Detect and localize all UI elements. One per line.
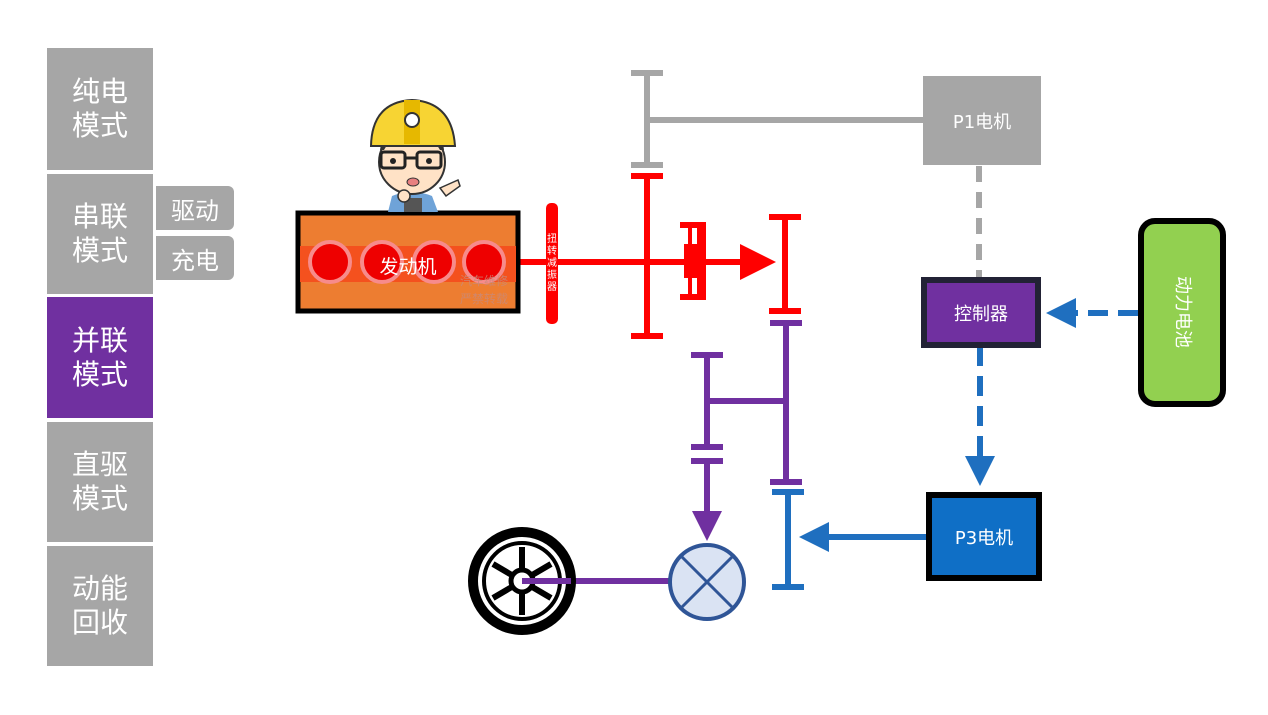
mode-label-line2: 模式 xyxy=(71,482,128,515)
electric-power-path xyxy=(772,298,1138,590)
differential-icon xyxy=(668,543,746,621)
damper-label-char: 振 xyxy=(547,268,557,281)
damper-label-char: 器 xyxy=(547,281,557,293)
series-submode-drive[interactable]: 驱动 xyxy=(156,186,234,230)
mode-pure-electric[interactable]: 纯电 模式 xyxy=(47,48,153,170)
damper-label-char: 扭 xyxy=(547,232,557,245)
p3-motor: P3电机 xyxy=(926,492,1042,581)
engine-label: 发动机 xyxy=(379,256,436,278)
damper-label-char: 减 xyxy=(547,257,557,269)
mode-regen-braking[interactable]: 动能 回收 xyxy=(47,546,153,666)
mode-label-line1: 直驱 xyxy=(71,448,128,481)
mode-label-line1: 并联 xyxy=(71,323,128,357)
engineer-mascot-icon xyxy=(369,98,461,212)
engine: 发动机 汽车维修 严禁转载 xyxy=(295,210,521,314)
engine-power-path xyxy=(517,173,801,339)
mode-direct-drive[interactable]: 直驱 模式 xyxy=(47,422,153,542)
mode-label-line2: 模式 xyxy=(71,234,128,267)
p1-gear-shaft xyxy=(631,70,982,280)
watermark-line1: 汽车维修 xyxy=(460,273,508,288)
mode-label-line2: 模式 xyxy=(71,109,128,142)
output-power-path xyxy=(522,320,802,584)
mode-label-line1: 动能 xyxy=(71,572,128,605)
submode-label: 驱动 xyxy=(171,196,219,225)
wheel-icon xyxy=(468,527,576,635)
submode-label: 充电 xyxy=(171,246,219,275)
battery-label: 动力电池 xyxy=(1172,276,1193,348)
mode-label-line2: 回收 xyxy=(71,606,128,639)
mode-label-line2: 模式 xyxy=(71,357,128,391)
watermark-line2: 严禁转载 xyxy=(460,291,508,306)
p1-motor: P1电机 xyxy=(923,76,1041,165)
mode-label-line1: 纯电 xyxy=(71,75,128,108)
controller: 控制器 xyxy=(921,277,1041,348)
p1-motor-label: P1电机 xyxy=(953,112,1011,133)
controller-label: 控制器 xyxy=(954,304,1008,325)
engine-cylinders xyxy=(308,240,506,284)
p3-motor-label: P3电机 xyxy=(955,528,1013,549)
series-submode-charge[interactable]: 充电 xyxy=(156,236,234,280)
mode-parallel[interactable]: 并联 模式 xyxy=(47,297,153,418)
power-battery: 动力电池 xyxy=(1138,218,1226,407)
damper-label-char: 转 xyxy=(547,244,557,257)
mode-label-line1: 串联 xyxy=(71,200,128,233)
clutch-icon xyxy=(680,222,706,300)
mode-series[interactable]: 串联 模式 xyxy=(47,174,153,294)
